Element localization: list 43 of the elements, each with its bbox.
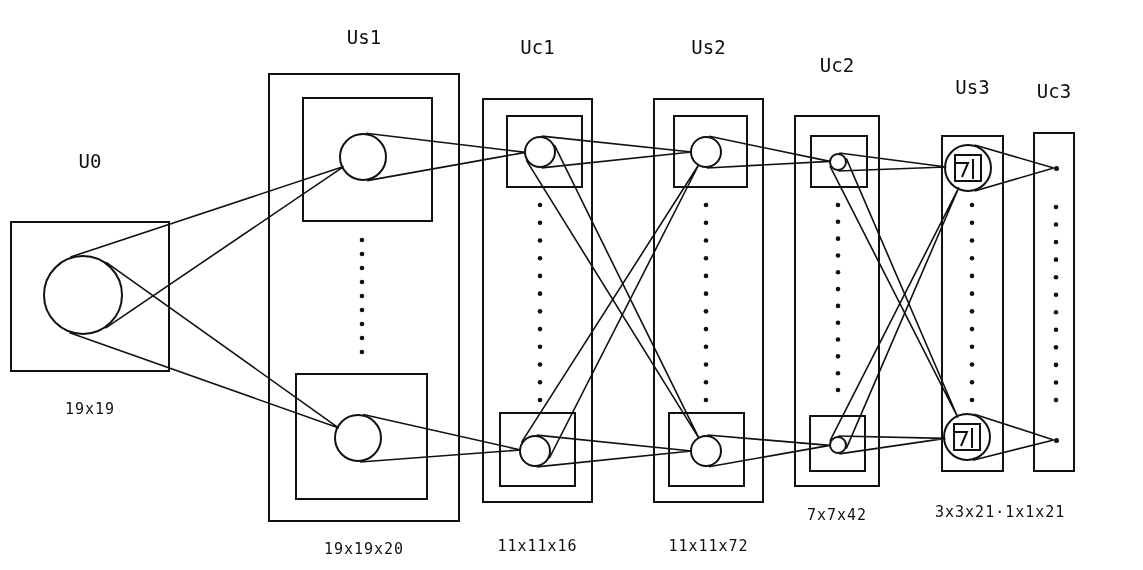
cell-plane-box <box>506 115 583 188</box>
cell-plane-box <box>809 415 866 472</box>
layer-name: Us1 <box>346 26 382 48</box>
unit-circle <box>524 136 556 168</box>
connection-cone <box>68 261 340 429</box>
layer-name: U0 <box>78 150 102 172</box>
unit-circle <box>829 436 847 454</box>
cell-plane-box <box>499 412 576 487</box>
layer-size: 7x7x42 <box>806 506 868 524</box>
layer-size: 3x3x21·1x1x21 <box>935 503 1066 521</box>
connection-cone <box>973 144 1055 192</box>
unit-dot <box>1053 165 1059 171</box>
unit-circle <box>339 133 387 181</box>
layer-name: Us2 <box>691 36 726 58</box>
cell-plane-box <box>295 373 428 500</box>
cell-plane-box <box>673 115 748 188</box>
connection-cone <box>540 135 693 169</box>
connection-cone <box>365 132 527 182</box>
cell-plane-box <box>668 412 745 487</box>
layer-size: 19x19 <box>64 400 116 418</box>
unit-circle <box>519 435 551 467</box>
connection-cone <box>706 135 831 169</box>
unit-circle <box>944 144 992 192</box>
connection-cone <box>358 413 522 463</box>
layer-name: Uc1 <box>520 36 555 58</box>
cell-plane-box <box>810 135 868 188</box>
cell-plane-box <box>302 97 433 222</box>
connection-cone <box>706 434 831 468</box>
layer-name: Uc2 <box>819 54 855 76</box>
unit-circle <box>943 413 991 461</box>
layer-size: 19x19x20 <box>323 540 405 558</box>
unit-dot <box>1053 437 1059 443</box>
unit-circle <box>829 153 847 171</box>
unit-circle <box>43 255 123 335</box>
layer-name: Us3 <box>955 76 990 98</box>
unit-circle <box>690 136 722 168</box>
layer-size: 11x11x16 <box>497 537 578 555</box>
connection-cone <box>535 434 693 468</box>
layer-name: Uc3 <box>1036 80 1072 102</box>
unit-circle <box>690 435 722 467</box>
layer-size: 11x11x72 <box>668 537 749 555</box>
connection-cone <box>972 413 1055 462</box>
unit-circle <box>334 414 382 462</box>
